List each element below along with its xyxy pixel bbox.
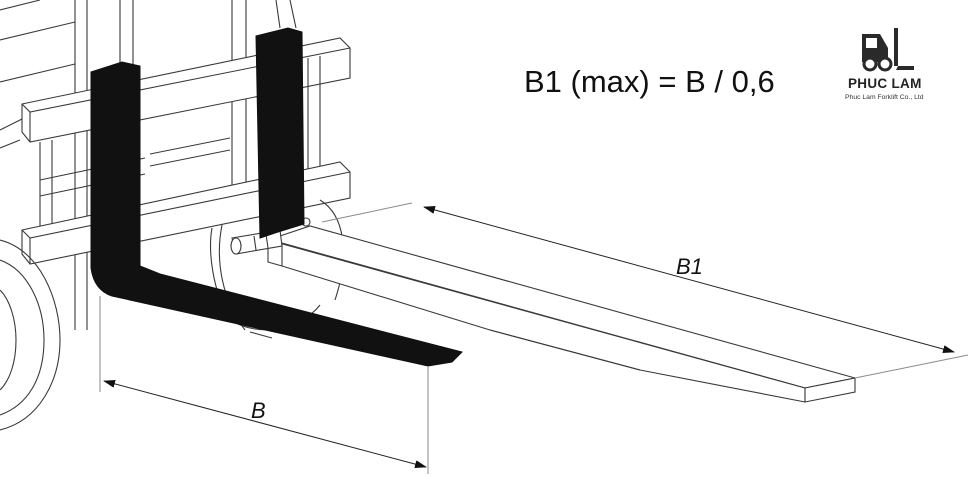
brand-logo: PHUC LAM Phuc Lam Forklift Co., Ltd [845, 28, 924, 101]
dimension-b1-label: B1 [676, 254, 703, 279]
fork-extension-sleeve [230, 217, 856, 403]
forklift-icon [862, 28, 914, 72]
dimension-b-label: B [251, 398, 266, 423]
brand-tagline: Phuc Lam Forklift Co., Ltd [845, 94, 924, 101]
rear-fork-upright [255, 27, 305, 239]
dimension-b1 [321, 202, 969, 379]
brand-name: PHUC LAM [848, 76, 922, 91]
formula-text: B1 (max) = B / 0,6 [524, 64, 775, 99]
dimension-b [99, 296, 429, 474]
